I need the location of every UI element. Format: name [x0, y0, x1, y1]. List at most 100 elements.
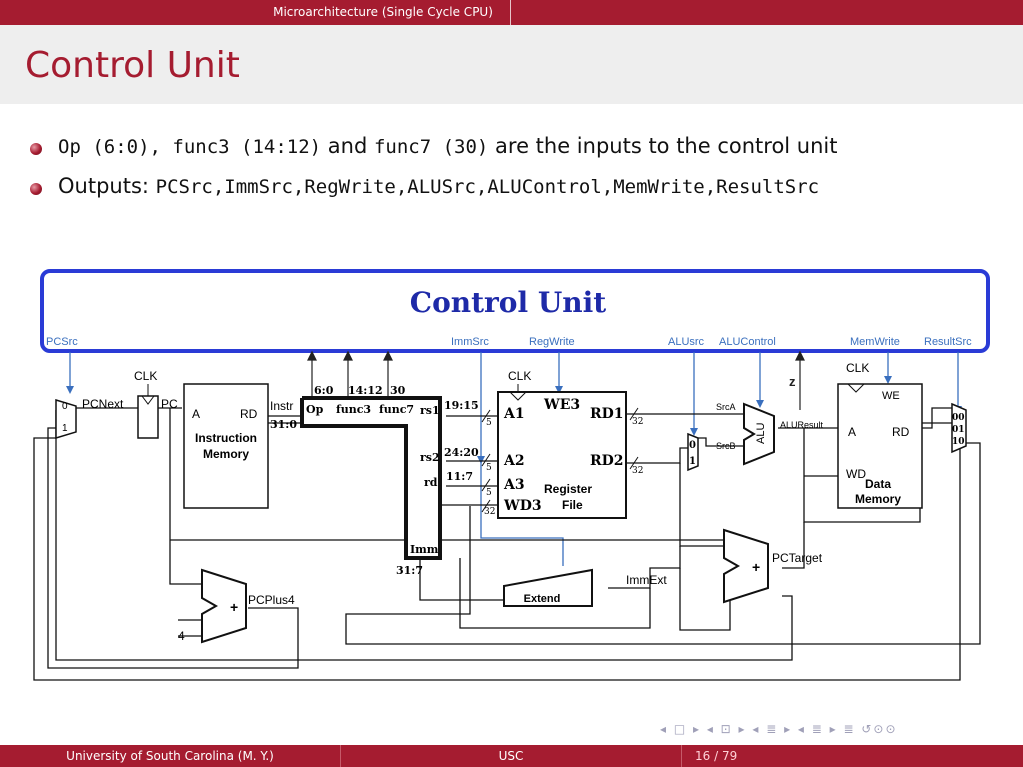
field-rd-bits: 11:7	[446, 470, 473, 483]
dmem-name1: Data	[865, 477, 891, 491]
bus-width-rd2: 32	[632, 466, 643, 476]
alu	[743, 402, 775, 466]
pcnext-label: PCNext	[82, 397, 124, 411]
imem-name1: Instruction	[195, 431, 257, 445]
bullet-dot-icon	[30, 183, 42, 195]
srca-label: SrcA	[716, 402, 736, 412]
bullet-list: Op (6:0), func3 (14:12) and func7 (30) a…	[28, 134, 838, 214]
bullet-dot-icon	[30, 143, 42, 155]
regfile-name2: File	[562, 498, 583, 512]
srcb-label: SrcB	[716, 441, 736, 451]
pc-label: PC	[161, 397, 178, 411]
signal-pcsrc: PCSrc	[46, 336, 78, 348]
pctarget-label: PCTarget	[772, 551, 823, 565]
signal-alusrc: ALUsrc	[668, 336, 705, 348]
field-imm: Imm	[410, 543, 439, 556]
signal-memwrite: MemWrite	[850, 336, 900, 348]
zero-flag-label: z	[789, 374, 796, 389]
result-mux-in1: 01	[952, 425, 965, 435]
footer-author: University of South Carolina (M. Y.)	[0, 745, 341, 767]
field-rs1: rs1	[420, 404, 440, 417]
pcplus4-plus: +	[230, 599, 238, 615]
bus-width-a2: 5	[486, 463, 492, 473]
beamer-navigation[interactable]: ◂ □ ▸ ◂ ⊡ ▸ ◂ ≣ ▸ ◂ ≣ ▸ ≣ ↺⊙⊙	[660, 722, 898, 736]
srcb-mux	[687, 432, 699, 472]
slide-title: Control Unit	[25, 45, 240, 86]
field-func7: func7	[379, 403, 414, 416]
bullet-item: Outputs: PCSrc,ImmSrc,RegWrite,ALUSrc,AL…	[28, 174, 838, 214]
bullet-text: func7 (30)	[373, 136, 489, 158]
regfile-a2: A2	[503, 453, 525, 469]
title-bar: Control Unit	[0, 25, 1023, 104]
field-rs1-bits: 19:15	[444, 399, 479, 412]
signal-alucontrol: ALUControl	[719, 336, 776, 348]
clk-dmem-label: CLK	[846, 361, 869, 375]
imem-name2: Memory	[203, 447, 249, 461]
dmem-rd: RD	[892, 425, 910, 439]
signal-resultsrc: ResultSrc	[924, 336, 972, 348]
section-title[interactable]: Microarchitecture (Single Cycle CPU)	[256, 0, 511, 25]
dmem-wd: WD	[846, 467, 866, 481]
footer-institution: USC	[341, 745, 682, 767]
regfile-a1: A1	[503, 406, 525, 422]
header-bar: Microarchitecture (Single Cycle CPU)	[0, 0, 1023, 25]
aluresult-label: ALUResult	[780, 420, 824, 430]
instr-label: Instr	[270, 399, 293, 413]
data-memory	[837, 383, 923, 509]
instruction-memory	[183, 383, 269, 509]
result-mux-in2: 10	[952, 437, 965, 447]
regfile-we3: WE3	[543, 397, 580, 413]
dmem-we: WE	[882, 390, 900, 402]
bullet-text: Outputs:	[58, 174, 156, 198]
control-unit-label: Control Unit	[410, 286, 606, 319]
field-op: Op	[306, 403, 324, 416]
constant-four: 4	[178, 629, 185, 643]
imem-rd-label: RD	[240, 407, 258, 421]
cpu-diagram: Control Unit PCSrc ImmSrc RegWrite ALUsr…	[33, 269, 990, 681]
control-unit-box	[40, 269, 990, 353]
regfile-name1: Register	[544, 482, 592, 496]
instruction-splitter	[300, 396, 442, 560]
pc-mux-in1: 1	[62, 423, 68, 434]
result-mux-in0: 00	[952, 413, 965, 423]
bus-width-wd3: 32	[484, 507, 495, 517]
field-func3: func3	[336, 403, 371, 416]
imem-a-label: A	[192, 407, 200, 421]
field-op-bits: 6:0	[314, 384, 334, 397]
regfile-rd2: RD2	[590, 453, 624, 469]
pc-mux	[55, 398, 77, 440]
register-file	[497, 391, 627, 519]
dmem-a: A	[848, 425, 856, 439]
regfile-a3: A3	[503, 477, 525, 493]
bullet-text: are the inputs to the control unit	[488, 134, 838, 158]
bus-width-rd1: 32	[632, 417, 643, 427]
footer-bar: University of South Carolina (M. Y.) USC…	[0, 745, 1023, 767]
pc-register	[137, 395, 159, 439]
field-func7-bits: 30	[390, 384, 406, 397]
dmem-name2: Memory	[855, 492, 901, 506]
extend-label: Extend	[524, 593, 561, 605]
field-rd: rd	[424, 476, 438, 489]
instr-range-label: 31:0	[270, 418, 297, 431]
pcplus4-adder	[201, 568, 247, 644]
field-rs2: rs2	[420, 451, 440, 464]
result-mux	[951, 402, 967, 454]
signal-regwrite: RegWrite	[529, 336, 575, 348]
immext-label: ImmExt	[626, 573, 667, 587]
pcplus4-label: PCPlus4	[248, 593, 295, 607]
bus-width-a3: 5	[486, 488, 492, 498]
regfile-wd3: WD3	[503, 498, 542, 514]
regfile-rd1: RD1	[590, 406, 624, 422]
pctarget-plus: +	[752, 559, 760, 575]
field-imm-bits: 31:7	[396, 564, 423, 577]
field-rs2-bits: 24:20	[444, 446, 479, 459]
bullet-text: Op (6:0), func3 (14:12)	[58, 136, 322, 158]
page-number: 16 / 79	[695, 749, 738, 763]
alu-label: ALU	[755, 423, 767, 444]
srcb-mux-in0: 0	[689, 440, 696, 451]
bus-width-a1: 5	[486, 418, 492, 428]
bullet-text: and	[321, 134, 374, 158]
pc-mux-in0: 0	[62, 401, 68, 412]
srcb-mux-in1: 1	[689, 456, 696, 467]
control-signal-arrows	[69, 352, 959, 566]
